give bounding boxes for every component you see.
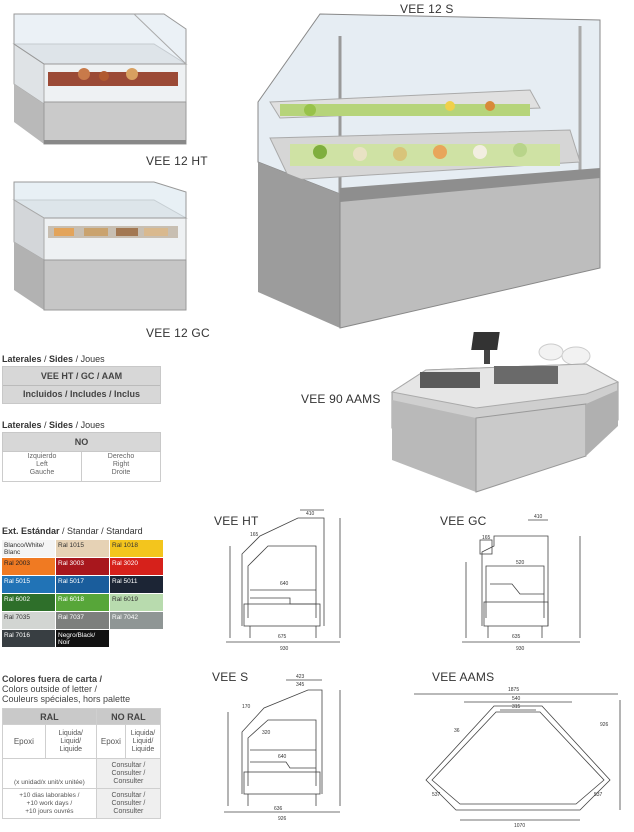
svg-text:410: 410 <box>534 514 543 520</box>
svg-text:165: 165 <box>250 532 259 538</box>
ral-epoxi: Epoxi <box>2 724 46 759</box>
vee-ht-drawing-title: VEE HT <box>214 514 259 528</box>
vee-s-drawing: 423 345 170 320 640 636 926 <box>224 674 341 822</box>
vee-aams-drawing: 1875 540 315 1070 537 537 926 36 <box>414 687 621 828</box>
ral-color-swatch: Ral 7042 <box>110 612 163 629</box>
svg-text:1875: 1875 <box>508 687 519 693</box>
vee-90-aams-photo <box>390 332 620 493</box>
ral-color-swatch: Ral 7035 <box>2 612 55 629</box>
ral-color-swatch: Ral 1015 <box>56 540 109 557</box>
vee-12-s-photo <box>257 13 601 329</box>
ral-color-swatch: Blanco/White/ Blanc <box>2 540 55 557</box>
svg-text:170: 170 <box>242 704 251 710</box>
svg-text:930: 930 <box>516 646 525 652</box>
ral-color-swatch: Ral 5011 <box>110 576 163 593</box>
sides-included-value: Incluidos / Includes / Inclus <box>3 385 160 399</box>
svg-text:640: 640 <box>280 581 289 587</box>
ral-color-swatch: Ral 7016 <box>2 630 55 647</box>
sides-no-table: NO Izquierdo Left Gauche Derecho Right D… <box>2 432 161 482</box>
ral-color-swatch: Ral 7037 <box>56 612 109 629</box>
side-left-label: Izquierdo Left Gauche <box>3 452 82 481</box>
noral-liquid: Liquida/ Liquid/ Liquide <box>125 724 161 759</box>
svg-text:930: 930 <box>280 646 289 652</box>
svg-text:423: 423 <box>296 674 305 680</box>
ral-color-swatch: Ral 6002 <box>2 594 55 611</box>
sides-section-title: Laterales / Sides / Joues <box>2 354 105 364</box>
vee-12-ht-caption: VEE 12 HT <box>146 154 208 168</box>
vee-aams-drawing-title: VEE AAMS <box>432 670 495 684</box>
svg-text:36: 36 <box>454 728 460 734</box>
svg-text:636: 636 <box>274 806 283 812</box>
svg-text:165: 165 <box>482 535 491 541</box>
vee-gc-drawing: 410 165 520 635 930 <box>462 514 581 652</box>
vee-90-aams-caption: VEE 90 AAMS <box>301 392 381 406</box>
noral-epoxi: Epoxi <box>95 724 127 759</box>
svg-text:1070: 1070 <box>514 823 525 828</box>
sides-no-section-title: Laterales / Sides / Joues <box>2 420 105 430</box>
svg-text:675: 675 <box>278 634 287 640</box>
special-colors-title: Colores fuera de carta / Colors outside … <box>2 674 131 704</box>
special-colors-table: RAL NO RAL Epoxi Liquida/ Liquid/ Liquid… <box>2 708 162 819</box>
no-ral-header: NO RAL <box>95 708 162 725</box>
sides-included-header: VEE HT / GC / AAM <box>40 371 123 381</box>
svg-text:635: 635 <box>512 634 521 640</box>
ral-header: RAL <box>2 708 97 725</box>
delivery-days: +10 dias laborables / +10 work days / +1… <box>2 788 97 819</box>
price-unit: (x unidad/x unit/x unitée) <box>2 758 97 789</box>
ral-color-swatch: Ral 6019 <box>110 594 163 611</box>
ral-color-swatch: Ral 5017 <box>56 576 109 593</box>
ral-color-swatch: Ral 3020 <box>110 558 163 575</box>
ral-color-swatch: Negro/Black/ Noir <box>56 630 109 647</box>
svg-text:315: 315 <box>512 704 521 710</box>
vee-12-ht-photo <box>12 13 188 145</box>
ral-color-swatch: Ral 2003 <box>2 558 55 575</box>
svg-text:540: 540 <box>512 696 521 702</box>
svg-text:640: 640 <box>278 754 287 760</box>
ral-liquid: Liquida/ Liquid/ Liquide <box>44 724 97 759</box>
vee-12-gc-photo <box>12 181 188 311</box>
vee-12-gc-caption: VEE 12 GC <box>146 326 210 340</box>
ral-color-swatch: Ral 6018 <box>56 594 109 611</box>
svg-text:320: 320 <box>262 730 271 736</box>
svg-text:926: 926 <box>600 722 609 728</box>
sides-included-box: VEE HT / GC / AAM Incluidos / Includes /… <box>2 366 161 404</box>
ral-color-swatch: Ral 1018 <box>110 540 163 557</box>
vee-12-s-caption: VEE 12 S <box>400 2 454 16</box>
vee-ht-drawing: 410 165 640 675 930 <box>226 509 341 652</box>
svg-text:926: 926 <box>278 816 287 822</box>
svg-text:410: 410 <box>306 511 315 517</box>
noral-price-consult: Consultar / Consulter / Consulter <box>95 758 162 789</box>
vee-gc-drawing-title: VEE GC <box>440 514 487 528</box>
vee-s-drawing-title: VEE S <box>212 670 249 684</box>
ext-colors-title: Ext. Estándar / Standar / Standard <box>2 526 143 536</box>
ral-color-swatch: Ral 3003 <box>56 558 109 575</box>
svg-text:345: 345 <box>296 682 305 688</box>
sides-no-header: NO <box>2 432 161 452</box>
svg-text:520: 520 <box>516 560 525 566</box>
svg-text:537: 537 <box>432 792 441 798</box>
svg-text:537: 537 <box>594 792 603 798</box>
side-right-label: Derecho Right Droite <box>107 453 135 476</box>
ral-color-swatch: Ral 5015 <box>2 576 55 593</box>
noral-delivery-consult: Consultar / Consulter / Consulter <box>95 788 162 819</box>
